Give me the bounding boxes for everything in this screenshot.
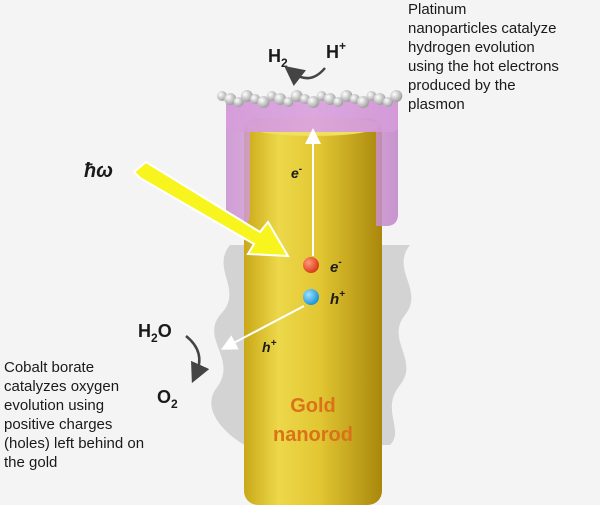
o2-evolution-arrow [185,335,210,384]
platinum-particle [340,90,353,102]
caption-line: (holes) left behind on [4,435,145,452]
h2-evolution-arrow [284,65,326,87]
photon-beam-arrow [132,160,290,258]
platinum-particle [390,90,403,102]
electron-label: e- [330,257,342,276]
platinum-particle [274,93,287,105]
platinum-particle [333,97,344,107]
caption-line: positive charges [4,416,113,433]
platinum-particle [290,90,303,102]
gold-label-line1: Gold [290,395,336,417]
platinum-particle [383,97,393,107]
caption-line: Platinum [408,1,467,18]
electron-top-label: e- [291,164,303,181]
hole-left-label: h+ [262,338,277,355]
hole-label: h+ [330,289,345,308]
caption-line: nanoparticles catalyze [408,20,557,37]
gold-nanorod-body [244,118,382,505]
platinum-particle [224,93,237,105]
cobalt-caption: Cobalt borate catalyzes oxygen evolution u… [4,358,224,472]
caption-line: plasmon [408,96,465,113]
platinum-particle [283,97,294,107]
h2o-label: H2O [138,321,172,345]
photon-label: ħω [84,160,113,182]
platinum-particle [233,97,244,107]
electron-particle [303,257,319,273]
platinum-nanoparticles [217,90,403,108]
hole-particle [303,289,319,305]
caption-line: produced by the [408,77,516,94]
o2-label: O2 [157,387,178,411]
platinum-particle [323,93,336,105]
caption-line: evolution using [4,397,105,414]
platinum-particle [307,96,320,108]
platinum-caption: Platinum nanoparticles catalyze hydrogen e… [408,0,598,114]
caption-line: hydrogen evolution [408,39,535,56]
gold-label-line2: nanorod [273,424,353,446]
coating-top-band [226,98,398,132]
platinum-particle [240,90,253,102]
hplus-label: H+ [326,39,346,62]
platinum-particle [373,93,386,105]
caption-line: using the hot electrons [408,58,559,75]
caption-line: the gold [4,454,58,471]
platinum-particle [357,96,370,108]
hole-out-arrow [220,305,305,350]
platinum-particle [257,96,270,108]
caption-line: catalyzes oxygen [4,378,120,395]
h2-label: H2 [268,46,288,70]
caption-line: Cobalt borate [4,359,95,376]
